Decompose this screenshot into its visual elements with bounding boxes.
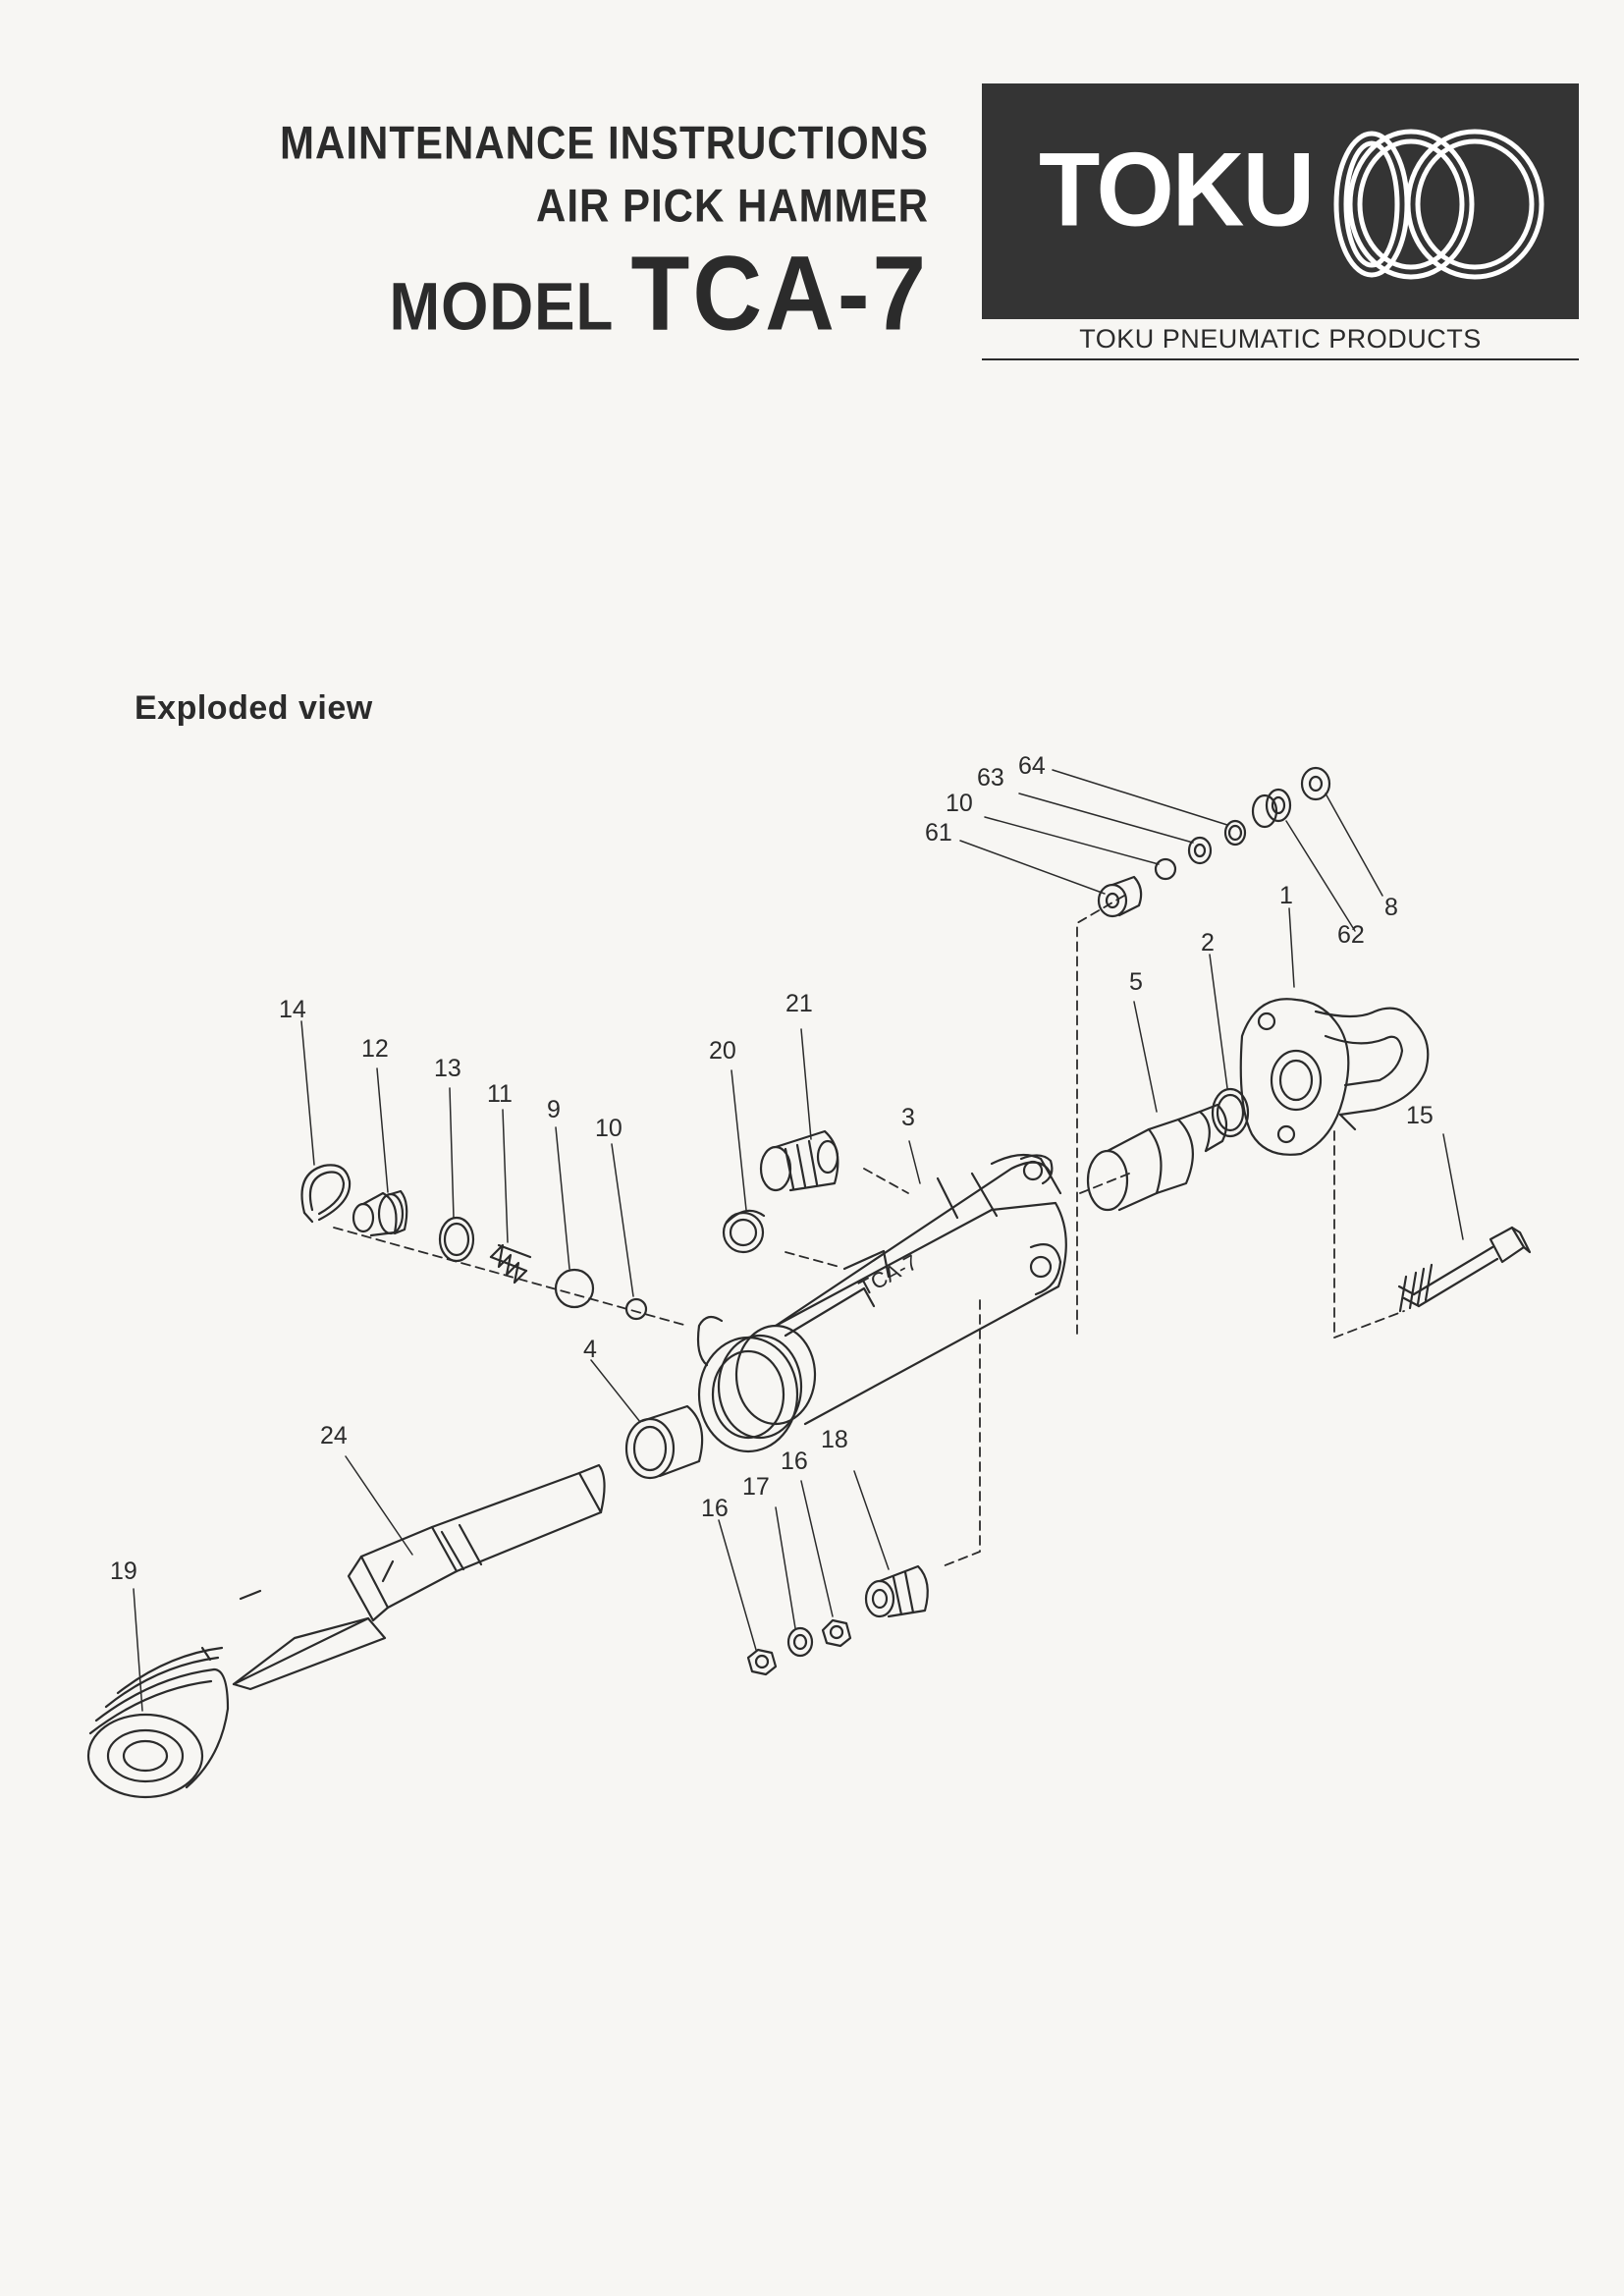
document-title: MAINTENANCE INSTRUCTIONS AIR PICK HAMMER…: [280, 117, 929, 346]
callout-61: 61: [925, 819, 952, 847]
model-prefix: MODEL: [389, 269, 614, 345]
part-5-valve: [1086, 1103, 1228, 1212]
part-number-callouts: 64 63 10 61 8 62 1 2 5 21 20 14 12 13 11…: [110, 752, 1434, 1585]
part-24-moil-point: [232, 1463, 606, 1691]
callout-3: 3: [901, 1104, 915, 1131]
callout-16-right: 16: [781, 1448, 808, 1475]
part-3-cylinder: TCA-7: [696, 1153, 1067, 1453]
brand-logo-box: TOKU TOKU PNEUMATIC PRODUCTS: [982, 83, 1579, 362]
part-11-spring: [489, 1243, 532, 1285]
part-4-bushing: [624, 1404, 704, 1480]
callout-9: 9: [547, 1096, 561, 1123]
part-9-ball: [554, 1268, 595, 1309]
part-10-ball-top: [1154, 857, 1177, 881]
part-20-ring: [722, 1209, 766, 1254]
assembly-guide-lines: [333, 895, 1405, 1567]
callout-21: 21: [785, 990, 813, 1017]
callout-10-top: 10: [946, 790, 973, 817]
callout-11: 11: [487, 1080, 513, 1108]
callout-19: 19: [110, 1558, 137, 1585]
callout-5: 5: [1129, 968, 1143, 996]
callout-16-left: 16: [701, 1495, 729, 1522]
part-12-plug: [352, 1189, 408, 1237]
part-61-bushing: [1097, 875, 1143, 918]
logo-text: TOKU: [1039, 131, 1315, 248]
model-number: TCA-7: [630, 233, 929, 353]
callout-64: 64: [1018, 752, 1046, 780]
part-8-cap: [1300, 766, 1331, 801]
logo-panel: TOKU: [982, 83, 1579, 319]
part-17-washer: [786, 1626, 814, 1658]
part-13-o-ring: [438, 1216, 475, 1263]
callout-10-left: 10: [595, 1115, 623, 1142]
part-62-seal: [1251, 788, 1292, 829]
part-15-bolt: [1397, 1226, 1532, 1313]
part-2-o-ring: [1211, 1087, 1250, 1138]
part-16-nut-b: [821, 1618, 852, 1648]
callout-13: 13: [434, 1055, 461, 1082]
title-air-pick-hammer: AIR PICK HAMMER: [536, 180, 929, 232]
callout-8: 8: [1384, 894, 1398, 921]
callout-2: 2: [1201, 929, 1215, 957]
title-model: MODEL TCA-7: [280, 240, 929, 346]
section-title: Exploded view: [135, 689, 373, 727]
callout-14: 14: [279, 996, 306, 1023]
callout-63: 63: [977, 764, 1004, 792]
part-10-small-ball: [624, 1297, 648, 1321]
callout-24: 24: [320, 1422, 348, 1449]
part-63-washer: [1187, 836, 1213, 865]
part-16-nut-a: [746, 1648, 778, 1676]
svg-text:TCA-7: TCA-7: [855, 1250, 922, 1301]
callout-12: 12: [361, 1035, 389, 1063]
callout-leader-lines: [133, 769, 1464, 1712]
logo-underline: [982, 358, 1579, 360]
callout-18: 18: [821, 1426, 848, 1453]
part-19-spring-retainer: [86, 1646, 230, 1799]
title-maintenance-instructions: MAINTENANCE INSTRUCTIONS: [280, 117, 929, 169]
callout-15: 15: [1406, 1102, 1434, 1129]
part-1-handle: [1239, 998, 1430, 1156]
callout-1: 1: [1279, 882, 1293, 909]
rings-logo-icon: [1333, 129, 1544, 280]
callout-20: 20: [709, 1037, 736, 1065]
part-21-fitting: [759, 1129, 839, 1192]
logo-subtitle: TOKU PNEUMATIC PRODUCTS: [1079, 324, 1482, 354]
part-14-snap-ring: [300, 1164, 352, 1224]
callout-4: 4: [583, 1336, 597, 1363]
callout-17: 17: [742, 1473, 770, 1501]
callout-62: 62: [1337, 921, 1365, 949]
part-18-spring: [864, 1564, 929, 1618]
part-64-o-ring: [1223, 819, 1247, 847]
